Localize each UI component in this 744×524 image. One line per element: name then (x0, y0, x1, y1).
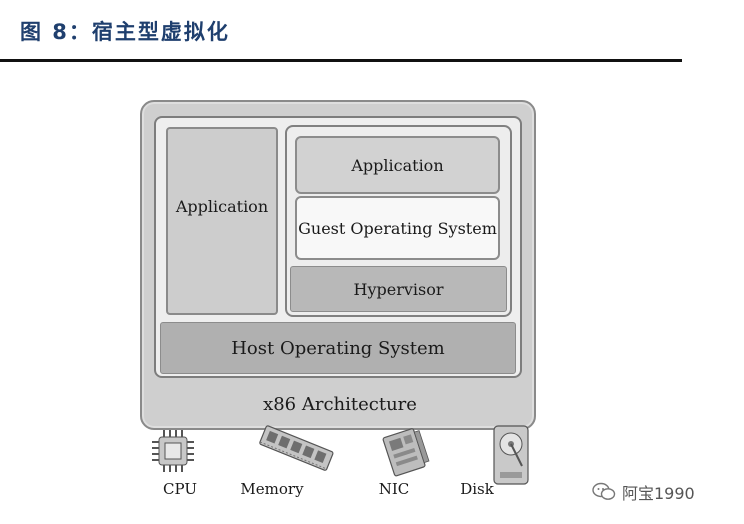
cpu-chip-icon (152, 430, 194, 472)
architecture-label: x86 Architecture (263, 394, 417, 415)
disk-label: Disk (460, 480, 494, 498)
network-card-icon (382, 428, 430, 477)
figure-title: 图 8：宿主型虚拟化 (20, 20, 230, 44)
guest-application-box: Application (295, 136, 500, 194)
guest-os-box: Guest Operating System (295, 196, 500, 260)
watermark-text: 阿宝1990 (622, 484, 695, 503)
nic-label: NIC (378, 480, 410, 498)
watermark: 阿宝1990 (592, 480, 695, 504)
memory-label: Memory (240, 480, 304, 498)
hard-disk-icon (493, 425, 529, 485)
host-os-box: Host Operating System (160, 322, 516, 374)
guest-application-label: Application (351, 155, 444, 175)
hypervisor-label: Hypervisor (353, 279, 444, 299)
chat-bubbles-icon (592, 482, 616, 500)
cpu-label: CPU (163, 480, 197, 498)
title-divider (0, 59, 682, 62)
hypervisor-box: Hypervisor (290, 266, 507, 312)
host-os-label: Host Operating System (231, 337, 445, 359)
guest-os-label: Guest Operating System (298, 218, 497, 238)
memory-module-icon (259, 425, 334, 471)
host-application-label: Application (175, 197, 269, 216)
host-application-box: Application (166, 127, 278, 315)
